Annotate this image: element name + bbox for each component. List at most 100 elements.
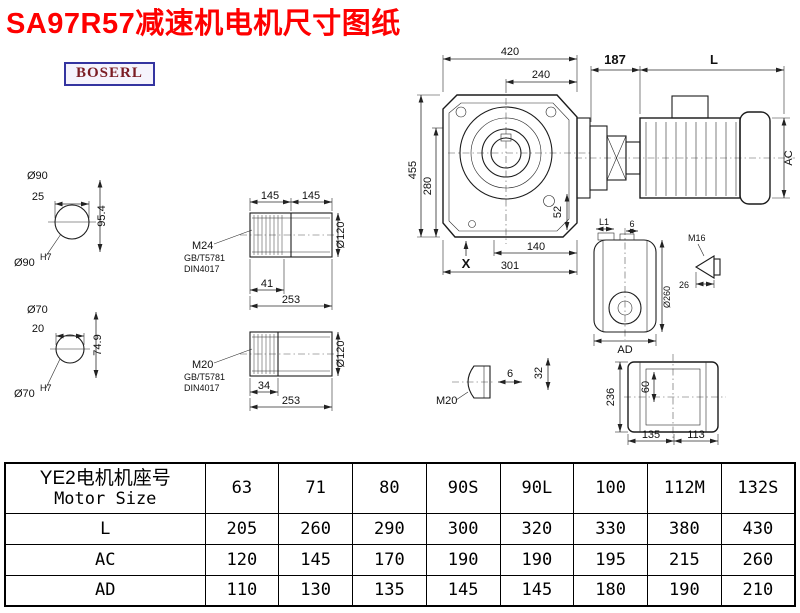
dim-25-label: 25 <box>32 191 44 203</box>
table-cell: 380 <box>647 512 722 545</box>
shaft-end-view-bottom: 20 Ø70 74.9 Ø70 H7 <box>14 304 104 400</box>
size-header-cell: 90L <box>499 462 575 514</box>
dim-253-top-label: 253 <box>282 294 300 306</box>
std-gb5781-top-label: GB/T5781 <box>184 253 225 263</box>
size-header-cell: 132S <box>720 462 796 514</box>
shaft-side-view-top: 145 145 Ø120 M24 GB/T5781 DIN4017 41 253 <box>184 190 347 310</box>
motor-side-view: 187 L AC <box>575 52 795 205</box>
dim-145a-label: 145 <box>261 190 279 202</box>
table-header-row: YE2电机机座号 Motor Size 63 71 80 90S 90L 100… <box>4 462 796 514</box>
row-label: L <box>4 512 206 545</box>
shaft-end-view-top: 25 Ø90 95.4 Ø90 H7 <box>14 170 108 269</box>
table-cell: 190 <box>425 543 501 576</box>
gearbox-front-view: 420 240 455 280 52 140 301 X <box>407 46 592 275</box>
row-label: AC <box>4 543 206 576</box>
row-label: AD <box>4 574 206 607</box>
table-cell: 320 <box>499 512 575 545</box>
table-cell: 145 <box>499 574 575 607</box>
table-row-L: L 205 260 290 300 320 330 380 430 <box>4 512 796 545</box>
dim-d70-label: Ø70 <box>27 304 48 316</box>
dim-d70h7-sup: H7 <box>40 383 52 393</box>
boserl-logo: BOSERL <box>64 62 155 86</box>
dim-32-label: 32 <box>533 367 545 379</box>
shaft-side-view-bottom: Ø120 M20 GB/T5781 DIN4017 34 253 <box>184 331 347 411</box>
dim-280-label: 280 <box>422 177 434 195</box>
table-cell: 170 <box>352 543 427 576</box>
dim-74-9-label: 74.9 <box>92 334 104 355</box>
dim-236-label: 236 <box>605 388 617 406</box>
table-row-AC: AC 120 145 170 190 190 195 215 260 <box>4 543 796 576</box>
terminal-box <box>671 95 709 119</box>
size-header-cell: 80 <box>352 462 427 514</box>
table-cell: 195 <box>573 543 648 576</box>
dim-455-label: 455 <box>407 161 419 179</box>
dim-6-flange-label: 6 <box>629 219 634 229</box>
dim-20-label: 20 <box>32 323 44 335</box>
table-cell: 210 <box>720 574 796 607</box>
table-header-cell: YE2电机机座号 Motor Size <box>4 462 206 514</box>
page-title: SA97R57减速机电机尺寸图纸 <box>6 8 401 40</box>
motor-end-view: 236 60 135 113 <box>605 354 726 445</box>
dim-d90h7-label: Ø90 <box>14 257 35 269</box>
flange-side-view: L1 6 M16 26 Ø260 AD <box>593 217 721 356</box>
table-cell: 180 <box>573 574 648 607</box>
dim-26-label: 26 <box>679 280 689 290</box>
thread-m20-plug-label: M20 <box>436 395 457 407</box>
thread-m24-label: M24 <box>192 240 213 252</box>
technical-drawing: 25 Ø90 95.4 Ø90 H7 20 Ø70 74.9 Ø70 H7 <box>14 46 795 445</box>
dim-187-label: 187 <box>604 52 626 67</box>
thread-m16-label: M16 <box>688 233 706 243</box>
thread-m20-label: M20 <box>192 359 213 371</box>
table-header-cn: YE2电机机座号 <box>39 467 171 489</box>
size-header-cell: 71 <box>278 462 353 514</box>
table-cell: 130 <box>278 574 353 607</box>
dim-34-label: 34 <box>258 380 270 392</box>
plug-m16 <box>694 255 715 279</box>
table-row-AD: AD 110 130 135 145 145 180 190 210 <box>4 574 796 607</box>
table-cell: 110 <box>204 574 280 607</box>
dim-113-label: 113 <box>687 429 705 441</box>
std-gb5781-bottom-label: GB/T5781 <box>184 372 225 382</box>
dim-d90h7-sup: H7 <box>40 252 52 262</box>
table-cell: 330 <box>573 512 648 545</box>
dim-145b-label: 145 <box>302 190 320 202</box>
table-cell: 205 <box>204 512 280 545</box>
std-din4017-bottom-label: DIN4017 <box>184 383 220 393</box>
dim-d90-label: Ø90 <box>27 170 48 182</box>
table-cell: 135 <box>352 574 427 607</box>
dim-d70h7-label: Ø70 <box>14 388 35 400</box>
dim-l1-label: L1 <box>599 217 609 227</box>
dim-d120-top-label: Ø120 <box>335 222 347 249</box>
dim-ac-label: AC <box>783 150 795 165</box>
size-header-cell: 63 <box>204 462 280 514</box>
table-cell: 190 <box>499 543 575 576</box>
dim-41-label: 41 <box>261 278 273 290</box>
dim-240-label: 240 <box>532 69 550 81</box>
dim-6-plug-label: 6 <box>507 368 513 380</box>
dim-ad-label: AD <box>617 344 632 356</box>
motor-size-table: YE2电机机座号 Motor Size 63 71 80 90S 90L 100… <box>4 462 796 607</box>
dim-95-4-label: 95.4 <box>96 205 108 226</box>
dim-135-label: 135 <box>642 429 660 441</box>
size-header-cell: 112M <box>647 462 722 514</box>
dim-52-label: 52 <box>552 206 564 218</box>
size-header-cell: 100 <box>573 462 648 514</box>
dim-60-label: 60 <box>640 381 652 393</box>
dim-420-label: 420 <box>501 46 519 58</box>
table-cell: 145 <box>278 543 353 576</box>
table-cell: 190 <box>647 574 722 607</box>
dim-253-bottom-label: 253 <box>282 395 300 407</box>
thread-hatch <box>253 334 275 374</box>
table-cell: 260 <box>720 543 796 576</box>
size-header-cell: 90S <box>425 462 501 514</box>
motor-fins <box>645 122 737 196</box>
dim-d260-label: Ø260 <box>662 286 672 308</box>
dim-d120-bottom-label: Ø120 <box>335 341 347 368</box>
table-cell: 300 <box>425 512 501 545</box>
fan-cowl <box>739 111 771 205</box>
table-cell: 145 <box>425 574 501 607</box>
table-header-en: Motor Size <box>54 489 157 510</box>
x-mark-label: X <box>462 256 471 271</box>
std-din4017-top-label: DIN4017 <box>184 264 220 274</box>
table-cell: 120 <box>204 543 280 576</box>
